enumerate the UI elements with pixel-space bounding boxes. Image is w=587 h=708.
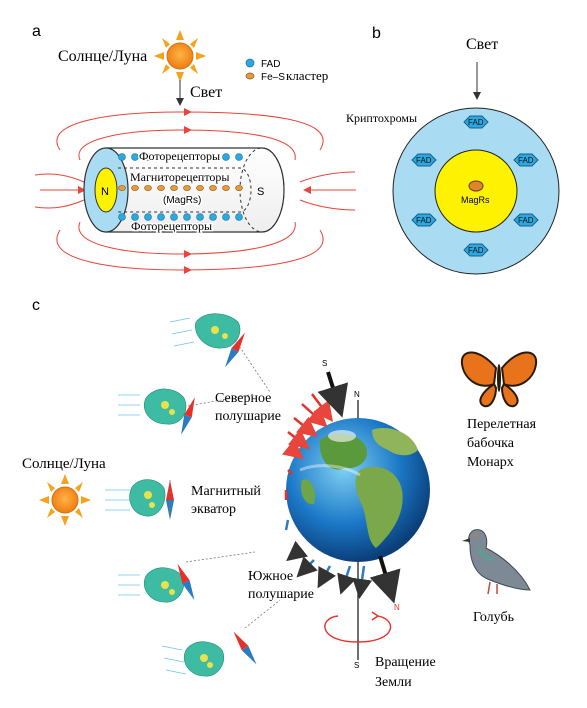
field-s-arrow (317, 371, 349, 418)
needle-1 (225, 332, 245, 368)
panel-c-letter: c (32, 297, 40, 314)
south-hemisphere-line2: полушарие (248, 587, 314, 602)
sun-icon (154, 30, 206, 82)
sun-icon-c (39, 474, 91, 526)
sun-label: Солнце/Луна (58, 48, 147, 65)
sun-label-c: Солнце/Луна (22, 456, 106, 472)
fes-dots (118, 185, 243, 191)
legend-fad-dot (245, 58, 255, 68)
fad-labels: FAD FAD FAD FAD FAD FAD (416, 118, 534, 255)
earth-globe (286, 418, 430, 562)
butterfly-line1: Перелетная (467, 417, 537, 432)
legend-fad-label: FAD (261, 59, 280, 70)
light-label: Свет (190, 84, 222, 101)
panel-b-letter: b (372, 25, 381, 42)
fad-dots-bottom (118, 213, 243, 221)
axis-s-label: S (354, 661, 359, 670)
magnetic-equator-line1: Магнитный (191, 484, 261, 499)
field-n-arrow (369, 555, 401, 604)
pole-s: S (257, 186, 264, 198)
magnetic-field-lines (34, 108, 356, 274)
magrs-label: (MagRs) (163, 195, 201, 206)
protein-highlights (144, 326, 228, 668)
pigeon-label: Голубь (473, 610, 514, 625)
rotation-line2: Земли (375, 675, 412, 690)
fes-cluster-icon (468, 180, 484, 192)
butterfly-icon (460, 351, 538, 408)
rotation-line1: Вращение (375, 655, 436, 670)
dotted-guides (169, 339, 281, 629)
legend-fes-suffix: кластер (286, 68, 328, 83)
pole-n: N (101, 186, 109, 198)
fad-hex-4: FAD (468, 246, 484, 255)
fad-hex-5: FAD (416, 216, 432, 225)
legend-fes-prefix: Fe–S (261, 72, 285, 83)
axis-n-label: N (354, 390, 360, 399)
needle-4 (177, 563, 195, 601)
panel-a-letter: a (32, 23, 41, 40)
magnetic-equator-line2: экватор (191, 502, 236, 517)
field-n-label: N (394, 603, 400, 612)
panel-a: a Солнце/Луна Свет FAD Fe–S класте (32, 23, 356, 274)
butterfly-line3: Монарх (467, 455, 514, 470)
magnetoreceptors-label: Магниторецепторы (130, 170, 230, 184)
north-hemisphere-line1: Северное (215, 391, 271, 406)
fad-dots-top (118, 153, 243, 161)
fad-hex-1: FAD (468, 118, 484, 127)
north-hemisphere-line2: полушарие (215, 409, 281, 424)
fad-hexagons (411, 115, 539, 257)
field-s-label: S (322, 359, 327, 368)
cryptochromes-label: Криптохромы (346, 111, 417, 125)
rotation-indicator (324, 611, 392, 643)
photoreceptors-bottom: Фоторецепторы (131, 219, 212, 233)
panel-b-light-label: Свет (466, 36, 498, 53)
photoreceptors-top: Фоторецепторы (139, 149, 220, 163)
magrs-core-label: MagRs (461, 195, 490, 205)
cylinder: N S (83, 147, 285, 233)
light-rays (105, 317, 195, 675)
panel-c: c Солнце/Луна (22, 297, 538, 690)
pigeon-icon (462, 529, 531, 595)
fad-hex-6: FAD (416, 156, 432, 165)
needle-5 (233, 631, 257, 665)
south-hemisphere-line1: Южное (248, 569, 293, 584)
panel-b: b Свет Криптохромы MagRs FAD FAD FAD FAD… (346, 25, 560, 275)
legend: FAD Fe–S кластер (245, 58, 328, 83)
fad-hex-3: FAD (518, 216, 534, 225)
fad-hex-2: FAD (518, 156, 534, 165)
butterfly-line2: бабочка (467, 436, 515, 451)
legend-fes-dot (245, 72, 255, 80)
needle-2 (181, 397, 195, 435)
